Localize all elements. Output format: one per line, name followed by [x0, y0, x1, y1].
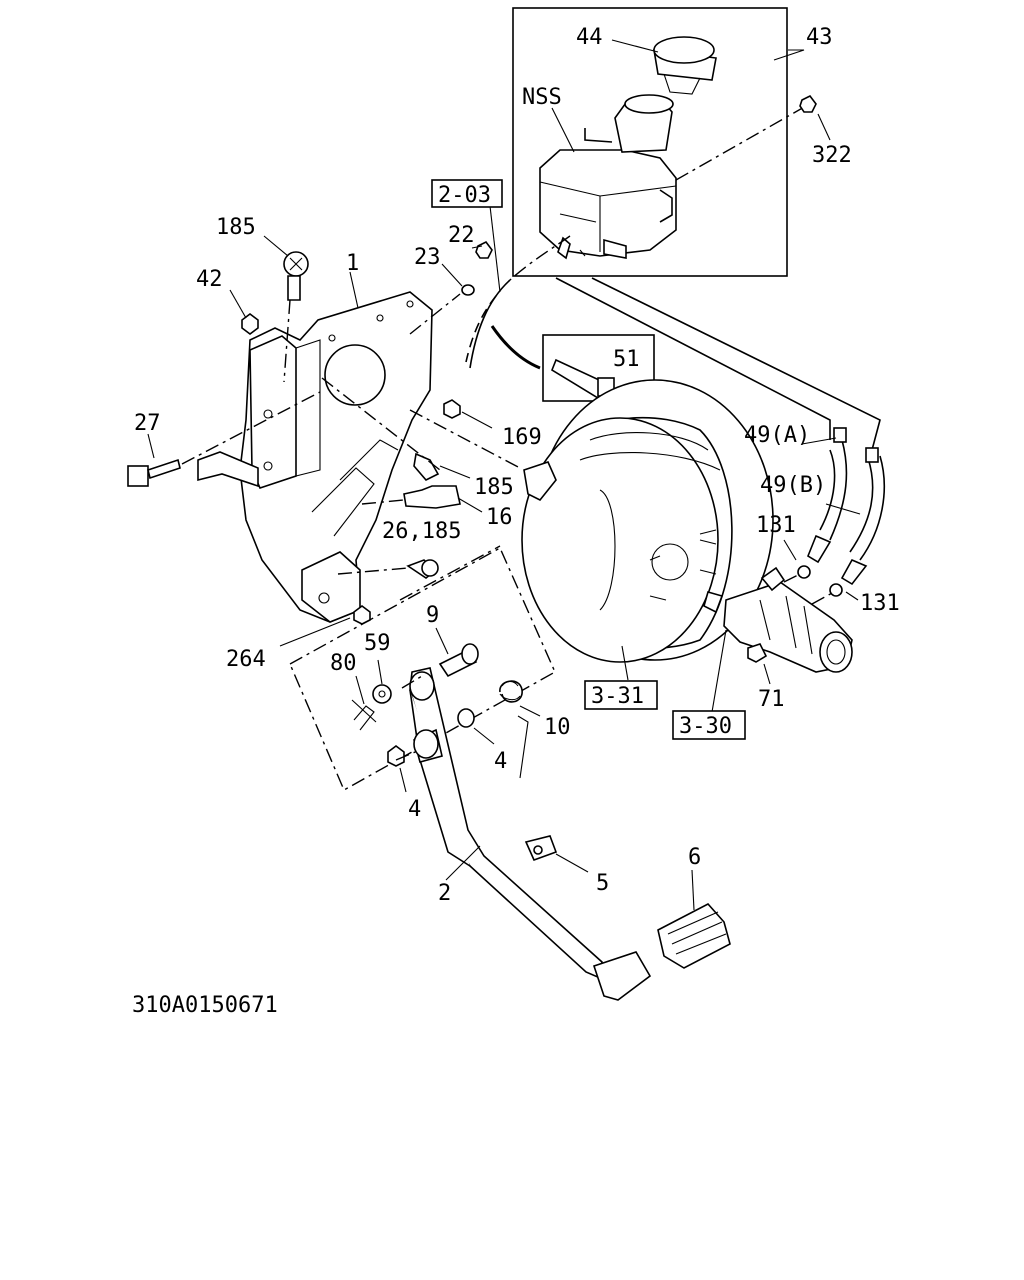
callout-16: 16 [486, 505, 513, 530]
callout-322: 322 [812, 143, 852, 168]
callout-185-top: 185 [216, 215, 256, 240]
bracket-hardware [127, 240, 558, 862]
callout-80: 80 [330, 651, 357, 676]
callout-1: 1 [346, 251, 359, 276]
callout-27: 27 [134, 411, 161, 436]
callout-49b: 49(B) [760, 473, 826, 498]
callout-169: 169 [502, 425, 542, 450]
callout-4-right: 4 [494, 749, 507, 774]
callout-26-185: 26,185 [382, 519, 461, 544]
callout-71: 71 [758, 687, 785, 712]
callout-43: 43 [806, 25, 833, 50]
callout-box-3-31 [584, 680, 658, 710]
drawing-id: 310A0150671 [132, 993, 278, 1018]
dash-leader-322 [675, 105, 807, 181]
callout-42: 42 [196, 267, 223, 292]
callout-9: 9 [426, 603, 439, 628]
callout-59: 59 [364, 631, 391, 656]
callout-box-3-30 [672, 710, 746, 740]
callout-44: 44 [576, 25, 603, 50]
callout-51: 51 [613, 347, 640, 372]
leader-lines [147, 39, 861, 911]
reservoir-assembly [512, 7, 788, 277]
callout-5: 5 [596, 871, 609, 896]
callout-2: 2 [438, 881, 451, 906]
nut-322 [799, 94, 817, 113]
callout-264: 264 [226, 647, 266, 672]
callout-nss: NSS [522, 85, 562, 110]
callout-10: 10 [544, 715, 571, 740]
callout-4-left: 4 [408, 797, 421, 822]
slave-cylinder-3-30 [703, 566, 853, 673]
pedal-small-parts [351, 643, 523, 767]
callout-3-31: 3-31 [591, 684, 644, 709]
callout-2-03: 2-03 [438, 183, 491, 208]
pedal-bracket [197, 291, 433, 623]
callout-49a: 49(A) [744, 423, 810, 448]
hoses-49 [555, 277, 886, 605]
master-cylinder-3-31 [521, 379, 774, 663]
callout-6: 6 [688, 845, 701, 870]
callout-22: 22 [448, 223, 475, 248]
callout-131-top: 131 [756, 513, 796, 538]
dash-leaders-bracket [181, 293, 521, 601]
callout-23: 23 [414, 245, 441, 270]
callout-3-30: 3-30 [679, 714, 732, 739]
callout-185-mid: 185 [474, 475, 514, 500]
callout-box-2-03 [431, 179, 503, 208]
clutch-pedal [409, 667, 731, 1001]
hose-2-03 [465, 235, 571, 370]
callout-131-bottom: 131 [860, 591, 900, 616]
